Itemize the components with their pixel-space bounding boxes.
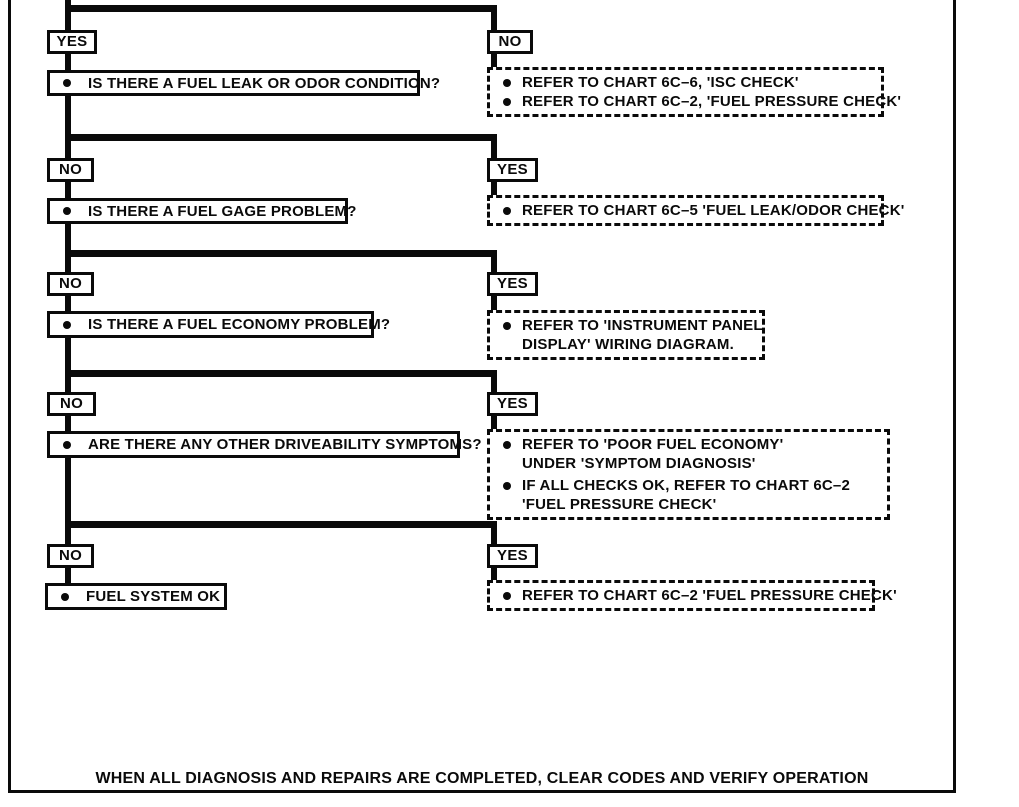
action-item: REFER TO CHART 6C–6, 'ISC CHECK'	[490, 73, 875, 92]
question-text: IS THERE A FUEL ECONOMY PROBLEM?	[88, 316, 391, 333]
flow-line	[65, 0, 71, 30]
action-item: REFER TO 'POOR FUEL ECONOMY' UNDER 'SYMP…	[490, 435, 881, 473]
bullet-icon	[503, 482, 511, 490]
action-item: REFER TO CHART 6C–5 'FUEL LEAK/ODOR CHEC…	[490, 201, 904, 220]
bullet-icon	[503, 441, 511, 449]
action-text: REFER TO CHART 6C–2, 'FUEL PRESSURE CHEC…	[522, 93, 902, 110]
flow-line	[491, 134, 497, 158]
question-text: IS THERE A FUEL LEAK OR ODOR CONDITION?	[88, 74, 441, 92]
flow-line	[491, 370, 497, 392]
action-item: REFER TO CHART 6C–2 'FUEL PRESSURE CHECK…	[490, 586, 897, 605]
action-item: IF ALL CHECKS OK, REFER TO CHART 6C–2 'F…	[490, 476, 881, 514]
flow-line	[65, 134, 497, 141]
branch-label-no: NO	[47, 544, 94, 568]
flow-line	[491, 568, 497, 580]
question-text: IS THERE A FUEL GAGE PROBLEM?	[88, 202, 357, 220]
flow-line	[491, 521, 497, 544]
bullet-icon	[503, 592, 511, 600]
bullet-icon	[61, 592, 69, 601]
action-text: REFER TO CHART 6C–5 'FUEL LEAK/ODOR CHEC…	[522, 202, 905, 219]
flow-line	[65, 250, 497, 257]
action-item: REFER TO CHART 6C–2, 'FUEL PRESSURE CHEC…	[490, 92, 901, 111]
branch-label-yes: YES	[487, 158, 538, 182]
action-item: REFER TO 'INSTRUMENT PANEL DISPLAY' WIRI…	[490, 316, 763, 354]
flow-line	[65, 338, 71, 392]
flow-line	[65, 182, 71, 198]
question-box: ARE THERE ANY OTHER DRIVEABILITY SYMPTOM…	[47, 431, 482, 458]
flow-line	[65, 5, 497, 12]
page-border	[953, 0, 956, 792]
action-text: UNDER 'SYMPTOM DIAGNOSIS'	[522, 455, 756, 472]
question-box: IS THERE A FUEL LEAK OR ODOR CONDITION?	[47, 70, 440, 96]
action-box: REFER TO CHART 6C–6, 'ISC CHECK' REFER T…	[487, 67, 901, 117]
flow-line	[65, 416, 71, 431]
question-text: FUEL SYSTEM OK	[86, 588, 221, 605]
page-border	[8, 0, 11, 792]
branch-label-no: NO	[47, 272, 94, 296]
action-text: REFER TO CHART 6C–2 'FUEL PRESSURE CHECK…	[522, 587, 897, 604]
action-text: IF ALL CHECKS OK, REFER TO CHART 6C–2	[522, 477, 850, 494]
branch-label-yes: YES	[487, 392, 538, 416]
flow-line	[65, 458, 71, 544]
flow-line	[65, 568, 71, 583]
bullet-icon	[503, 79, 511, 87]
flow-line	[65, 54, 71, 70]
bullet-icon	[63, 207, 71, 215]
action-text: REFER TO 'POOR FUEL ECONOMY'	[522, 436, 784, 453]
footer-note: WHEN ALL DIAGNOSIS AND REPAIRS ARE COMPL…	[95, 770, 869, 787]
flow-line	[491, 296, 497, 310]
flow-line	[491, 250, 497, 272]
branch-label-no: NO	[47, 392, 96, 416]
flow-line	[65, 296, 71, 311]
branch-label-no: NO	[487, 30, 533, 54]
flow-line	[491, 416, 497, 429]
flow-line	[65, 370, 497, 377]
flow-line	[65, 521, 497, 528]
branch-label-yes: YES	[487, 272, 538, 296]
bullet-icon	[503, 322, 511, 330]
action-box: REFER TO CHART 6C–5 'FUEL LEAK/ODOR CHEC…	[487, 195, 904, 226]
bullet-icon	[63, 79, 71, 87]
question-box: FUEL SYSTEM OK	[45, 583, 227, 610]
action-text: DISPLAY' WIRING DIAGRAM.	[522, 336, 734, 353]
branch-label-no: NO	[47, 158, 94, 182]
action-text: REFER TO 'INSTRUMENT PANEL	[522, 317, 763, 334]
action-box: REFER TO 'INSTRUMENT PANEL DISPLAY' WIRI…	[487, 310, 765, 360]
action-box: REFER TO 'POOR FUEL ECONOMY' UNDER 'SYMP…	[487, 429, 890, 520]
question-text: ARE THERE ANY OTHER DRIVEABILITY SYMPTOM…	[88, 436, 482, 453]
flow-line	[65, 224, 71, 272]
bullet-icon	[503, 207, 511, 215]
bullet-icon	[63, 320, 71, 329]
action-box: REFER TO CHART 6C–2 'FUEL PRESSURE CHECK…	[487, 580, 897, 611]
action-text: 'FUEL PRESSURE CHECK'	[522, 496, 717, 513]
branch-label-yes: YES	[487, 544, 538, 568]
flow-line	[491, 54, 497, 67]
bullet-icon	[63, 440, 71, 449]
flow-line	[491, 5, 497, 30]
branch-label-yes: YES	[47, 30, 97, 54]
page-border	[8, 790, 956, 793]
question-box: IS THERE A FUEL GAGE PROBLEM?	[47, 198, 356, 224]
action-text: REFER TO CHART 6C–6, 'ISC CHECK'	[522, 74, 799, 91]
question-box: IS THERE A FUEL ECONOMY PROBLEM?	[47, 311, 390, 338]
flow-line	[491, 182, 497, 195]
flow-line	[65, 96, 71, 158]
bullet-icon	[503, 98, 511, 106]
